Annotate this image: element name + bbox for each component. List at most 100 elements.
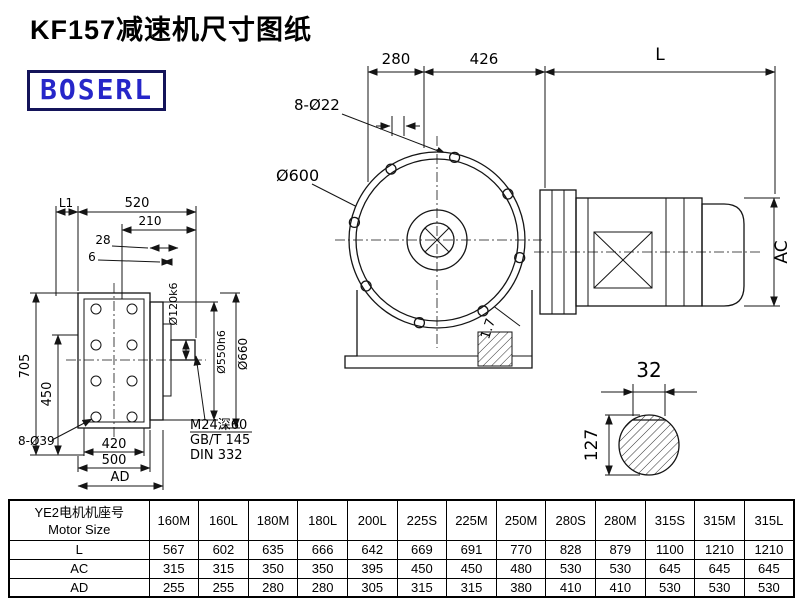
value-cell: 395	[346, 558, 398, 579]
shaft-section	[601, 384, 697, 476]
dim-520-label: 520	[125, 196, 150, 211]
col-header: 315S	[644, 499, 696, 541]
value-cell: 450	[446, 558, 497, 579]
col-header: 180L	[297, 499, 348, 541]
col-header: 225M	[446, 499, 497, 541]
dim-8xO39-label: 8-Ø39	[18, 434, 55, 448]
value-cell: 666	[297, 539, 348, 560]
dim-8xO22-label: 8-Ø22	[294, 96, 340, 114]
col-header: 250M	[495, 499, 547, 541]
value-cell: 635	[247, 539, 299, 560]
value-cell: 315	[446, 577, 497, 598]
dim-6-label: 6	[88, 250, 96, 264]
page-title: KF157减速机尺寸图纸	[30, 15, 313, 45]
col-header: 225S	[396, 499, 448, 541]
dim-210-label: 210	[139, 214, 162, 228]
motor-size-header-en: Motor Size	[48, 521, 111, 537]
value-cell: 350	[247, 558, 299, 579]
value-cell: 380	[495, 577, 547, 598]
value-cell: 567	[148, 539, 200, 560]
technical-drawing: 280 426 L 8-Ø22 Ø600	[18, 45, 792, 490]
top-dimension-lines	[367, 66, 776, 194]
value-cell: 669	[396, 539, 448, 560]
value-cell: 315	[396, 577, 448, 598]
row-label: L	[8, 539, 150, 560]
value-cell: 280	[247, 577, 299, 598]
value-cell: 530	[743, 577, 795, 598]
side-view	[66, 283, 206, 438]
value-cell: 879	[594, 539, 646, 560]
boserl-logo-text: BOSERL	[40, 73, 154, 106]
col-header: 315M	[694, 499, 745, 541]
value-cell: 1210	[743, 539, 795, 560]
ac-dimension	[744, 197, 780, 307]
dim-O120k6-label: Ø120k6	[167, 282, 180, 325]
value-cell: 530	[694, 577, 745, 598]
dim-705-label: 705	[18, 354, 33, 379]
surface-finish-label: 1.7	[478, 317, 499, 341]
dim-32-label: 32	[636, 358, 661, 382]
value-cell: 1210	[694, 539, 745, 560]
table-row: AD 255 255 280 280 305 315 315 380 410 4…	[8, 577, 795, 598]
dim-O660-label: Ø660	[236, 338, 250, 370]
col-header: 160M	[148, 499, 200, 541]
row-label: AC	[8, 558, 150, 579]
col-header: 315L	[743, 499, 795, 541]
side-view-dimensions	[30, 206, 252, 490]
value-cell: 530	[594, 558, 646, 579]
table-row: AC 315 315 350 350 395 450 450 480 530 5…	[8, 558, 795, 579]
motor-size-header-cn: YE2电机机座号	[34, 505, 125, 521]
row-label: AD	[8, 577, 150, 598]
col-header: 160L	[198, 499, 249, 541]
value-cell: 255	[148, 577, 200, 598]
table-row: L 567 602 635 666 642 669 691 770 828 87…	[8, 539, 795, 560]
value-cell: 255	[198, 577, 249, 598]
dim-28-label: 28	[95, 233, 110, 247]
tap-std1-label: GB/T 145	[190, 433, 250, 448]
dim-426-label: 426	[470, 50, 499, 68]
value-cell: 315	[148, 558, 200, 579]
dim-500-label: 500	[102, 453, 127, 468]
dim-O600-label: Ø600	[276, 166, 319, 185]
value-cell: 645	[644, 558, 696, 579]
table-header-row: YE2电机机座号 Motor Size 160M 160L 180M 180L …	[8, 499, 795, 541]
dim-L1-label: L1	[59, 196, 73, 210]
col-header: 280S	[545, 499, 596, 541]
motor-size-table: YE2电机机座号 Motor Size 160M 160L 180M 180L …	[8, 499, 795, 598]
dim-AC-label: AC	[772, 240, 792, 263]
dim-AD-label: AD	[111, 470, 130, 485]
value-cell: 828	[545, 539, 596, 560]
dim-280-label: 280	[382, 50, 411, 68]
bolt-circle-callout	[341, 113, 447, 155]
tap-std2-label: DIN 332	[190, 448, 243, 463]
dim-420-label: 420	[102, 437, 127, 452]
value-cell: 280	[297, 577, 348, 598]
value-cell: 410	[594, 577, 646, 598]
dim-L-label: L	[655, 45, 665, 65]
value-cell: 410	[545, 577, 596, 598]
value-cell: 602	[198, 539, 249, 560]
front-view	[335, 136, 542, 369]
dim-450-label: 450	[40, 382, 55, 407]
value-cell: 645	[694, 558, 745, 579]
dim-O550h6-label: Ø550h6	[215, 330, 228, 374]
value-cell: 691	[446, 539, 497, 560]
value-cell: 305	[346, 577, 398, 598]
tap-note-label: M24深60	[190, 418, 247, 433]
value-cell: 530	[644, 577, 696, 598]
dim-127-label: 127	[582, 429, 602, 461]
value-cell: 642	[346, 539, 398, 560]
value-cell: 480	[495, 558, 547, 579]
col-header: 280M	[594, 499, 646, 541]
value-cell: 770	[495, 539, 547, 560]
value-cell: 645	[743, 558, 795, 579]
value-cell: 1100	[644, 539, 696, 560]
boserl-logo: BOSERL	[27, 70, 167, 111]
col-header: 200L	[346, 499, 398, 541]
value-cell: 450	[396, 558, 448, 579]
motor-size-header-cell: YE2电机机座号 Motor Size	[8, 499, 150, 541]
col-header: 180M	[247, 499, 299, 541]
value-cell: 350	[297, 558, 348, 579]
value-cell: 530	[545, 558, 596, 579]
